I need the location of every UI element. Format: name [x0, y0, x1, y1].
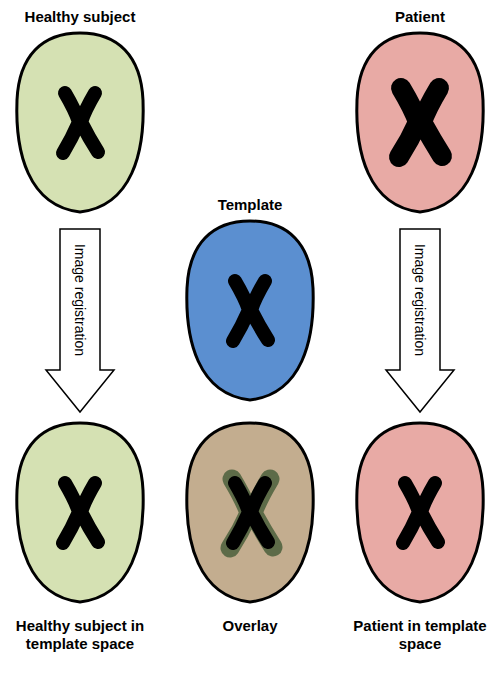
block-arrow — [46, 229, 114, 412]
ventricles — [233, 281, 268, 341]
slice-label: Template — [165, 196, 335, 214]
slice-label: Patient in template space — [345, 617, 495, 653]
head-outline — [182, 420, 318, 605]
slice-label: Patient — [335, 8, 500, 26]
brain-slice: Overlay — [182, 420, 318, 605]
brain-slice: Template — [182, 218, 318, 403]
head-outline — [12, 420, 148, 605]
head-shape — [187, 221, 313, 400]
ventricle-shadow — [230, 479, 273, 548]
head-outline — [182, 218, 318, 403]
arrow-label: Image registration — [412, 243, 428, 355]
head-outline — [352, 30, 488, 215]
head-shape — [17, 423, 143, 602]
head-shape — [357, 423, 483, 602]
head-shape — [357, 33, 483, 212]
slice-label: Healthy subject — [0, 8, 165, 26]
ventricles — [63, 483, 98, 543]
ventricles — [233, 483, 268, 543]
ventricles — [399, 88, 442, 157]
brain-slice: Patient in template space — [352, 420, 488, 605]
brain-slice: Healthy subject — [12, 30, 148, 215]
block-arrow — [386, 229, 454, 412]
head-outline — [352, 420, 488, 605]
ventricles — [403, 483, 438, 543]
arrow-label: Image registration — [72, 243, 88, 355]
slice-label: Overlay — [175, 617, 325, 635]
head-shape — [187, 423, 313, 602]
head-outline — [12, 30, 148, 215]
ventricles — [63, 93, 98, 153]
brain-slice: Healthy subject in template space — [12, 420, 148, 605]
slice-label: Healthy subject in template space — [5, 617, 155, 653]
head-shape — [17, 33, 143, 212]
brain-slice: Patient — [352, 30, 488, 215]
